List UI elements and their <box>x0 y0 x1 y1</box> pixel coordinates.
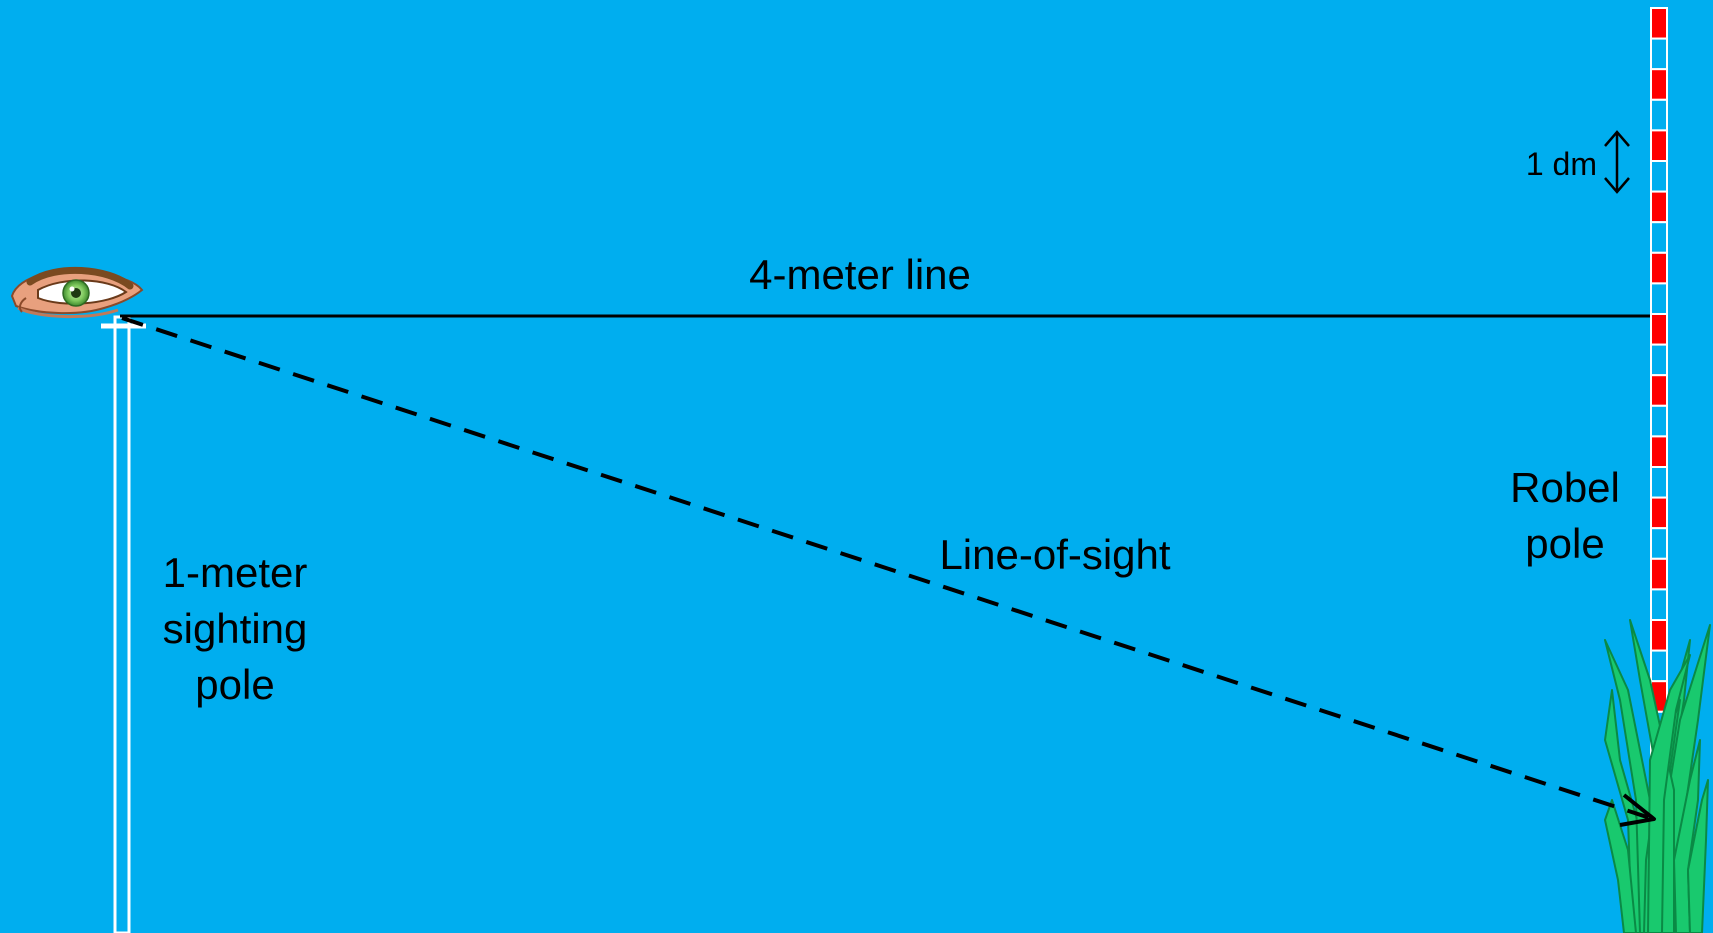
four-meter-line-label: 4-meter line <box>749 251 971 298</box>
grass-icon <box>1604 619 1711 933</box>
line-of-sight-arrowhead <box>1619 793 1656 827</box>
robel-pole-segment <box>1650 7 1668 40</box>
sighting-pole-label: 1-meter sighting pole <box>162 549 308 708</box>
eye-icon <box>10 266 144 319</box>
robel-pole-segment <box>1650 527 1668 560</box>
robel-pole-segment <box>1650 343 1668 377</box>
robel-pole-segment <box>1650 435 1668 468</box>
double-arrow-icon <box>1604 130 1630 194</box>
robel-pole-segment <box>1650 496 1668 530</box>
robel-pole-segment <box>1650 649 1668 683</box>
robel-pole-label: Robel pole <box>1510 464 1620 567</box>
robel-pole-segment <box>1650 588 1668 622</box>
robel-pole-segment <box>1650 160 1668 193</box>
robel-pole-segment <box>1650 619 1668 652</box>
robel-pole-segment <box>1650 68 1668 101</box>
robel-pole-segment <box>1650 374 1668 407</box>
robel-pole-segment <box>1650 313 1668 346</box>
robel-pole-segment <box>1650 129 1668 162</box>
line-of-sight <box>121 316 1651 820</box>
robel-pole-segment <box>1650 190 1668 224</box>
robel-pole-segment <box>1650 251 1668 285</box>
robel-pole-segment <box>1650 282 1668 315</box>
robel-pole-segment <box>1650 466 1668 499</box>
robel-pole-segment <box>1650 404 1668 438</box>
line-of-sight-label: Line-of-sight <box>939 531 1171 578</box>
robel-pole-segment <box>1650 98 1668 132</box>
robel-pole-segment <box>1650 221 1668 254</box>
dm-marker-label: 1 dm <box>1525 146 1597 182</box>
robel-pole-segment <box>1650 557 1668 591</box>
robel-pole-segment <box>1650 37 1668 71</box>
